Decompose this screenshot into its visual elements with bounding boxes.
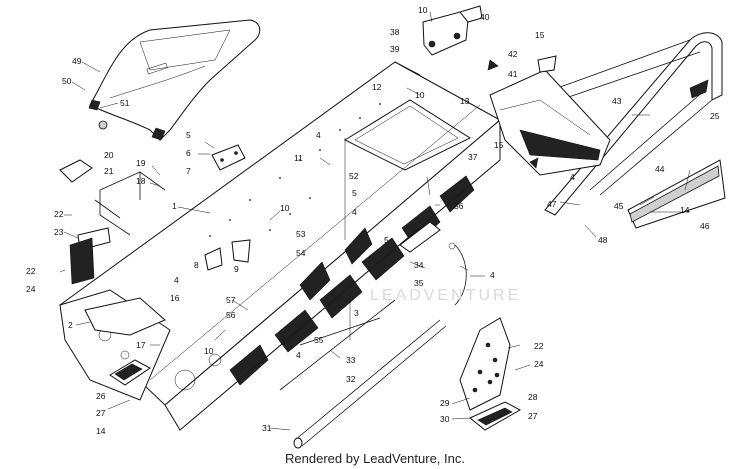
callout-47: 47 bbox=[547, 199, 557, 209]
callout-53: 53 bbox=[296, 229, 306, 239]
callout-5: 5 bbox=[352, 188, 357, 198]
callout-14: 14 bbox=[680, 205, 690, 215]
callout-24: 24 bbox=[534, 359, 544, 369]
callout-45: 45 bbox=[614, 201, 624, 211]
callout-22: 22 bbox=[534, 341, 544, 351]
callout-11: 11 bbox=[294, 153, 303, 163]
rail-31 bbox=[293, 319, 447, 449]
footrest-right bbox=[459, 317, 522, 431]
seat bbox=[88, 19, 261, 141]
callout-12: 12 bbox=[372, 82, 382, 92]
linkage-34 bbox=[399, 221, 467, 306]
callout-13: 13 bbox=[460, 96, 470, 106]
rear-light-housing bbox=[489, 55, 611, 176]
bracket-7 bbox=[211, 144, 246, 171]
callout-46: 46 bbox=[700, 221, 710, 231]
footer-credit: Rendered by LeadVenture, Inc. bbox=[285, 451, 465, 466]
bracket-23 bbox=[69, 227, 111, 285]
callout-1: 1 bbox=[172, 201, 177, 211]
callout-labels: 10 40 38 39 15 42 41 49 50 51 12 10 13 4… bbox=[26, 5, 720, 436]
callout-5: 5 bbox=[384, 235, 389, 245]
front-bracket-21 bbox=[94, 171, 166, 236]
callout-4: 4 bbox=[296, 350, 301, 360]
direction-arrows bbox=[487, 59, 539, 169]
callout-22: 22 bbox=[54, 209, 64, 219]
callout-21: 21 bbox=[104, 166, 114, 176]
callout-16: 16 bbox=[170, 293, 180, 303]
callout-10: 10 bbox=[280, 203, 290, 213]
callout-4: 4 bbox=[490, 270, 495, 280]
callout-4: 4 bbox=[352, 207, 357, 217]
callout-29: 29 bbox=[440, 398, 450, 408]
callout-23: 23 bbox=[54, 227, 64, 237]
callout-4: 4 bbox=[316, 130, 321, 140]
callout-20: 20 bbox=[104, 150, 114, 160]
callout-51: 51 bbox=[120, 98, 130, 108]
callout-28: 28 bbox=[528, 392, 538, 402]
callout-52: 52 bbox=[349, 171, 359, 181]
callout-10: 10 bbox=[415, 90, 425, 100]
callout-34: 34 bbox=[414, 260, 424, 270]
callout-5: 5 bbox=[186, 130, 191, 140]
callout-30: 30 bbox=[440, 414, 450, 424]
callout-40: 40 bbox=[480, 12, 490, 22]
rear-bumper bbox=[544, 32, 723, 216]
callout-7: 7 bbox=[186, 166, 191, 176]
step-26 bbox=[109, 359, 151, 386]
callout-44: 44 bbox=[655, 164, 665, 174]
callout-56: 56 bbox=[226, 310, 236, 320]
callout-54: 54 bbox=[296, 248, 306, 258]
callout-22: 22 bbox=[26, 266, 36, 276]
rail-33 bbox=[299, 317, 381, 346]
watermark: LEADVENTURE bbox=[370, 287, 521, 304]
callout-4: 4 bbox=[570, 172, 575, 182]
callout-19: 19 bbox=[136, 158, 146, 168]
callout-33: 33 bbox=[346, 355, 356, 365]
callout-24: 24 bbox=[26, 284, 36, 294]
callout-14: 14 bbox=[96, 426, 106, 436]
snow-flap bbox=[627, 159, 726, 229]
callout-2: 2 bbox=[68, 320, 73, 330]
callout-32: 32 bbox=[346, 374, 356, 384]
leader-lines bbox=[59, 11, 691, 431]
bracket-8 bbox=[204, 247, 223, 271]
fender-2 bbox=[84, 297, 166, 336]
callout-27: 27 bbox=[96, 408, 106, 418]
callout-27: 27 bbox=[528, 411, 538, 421]
callout-57: 57 bbox=[226, 295, 236, 305]
callout-4: 4 bbox=[174, 275, 179, 285]
callout-49: 49 bbox=[72, 56, 82, 66]
rail-32 bbox=[279, 299, 396, 391]
callout-50: 50 bbox=[62, 76, 72, 86]
callout-6: 6 bbox=[186, 148, 191, 158]
callout-10: 10 bbox=[418, 5, 428, 15]
front-bracket-20 bbox=[59, 159, 93, 183]
callout-36: 36 bbox=[454, 201, 464, 211]
callout-26: 26 bbox=[96, 391, 106, 401]
callout-18: 18 bbox=[136, 176, 146, 186]
bracket-9 bbox=[231, 239, 251, 263]
callout-48: 48 bbox=[598, 235, 608, 245]
callout-35: 35 bbox=[414, 278, 424, 288]
callout-31: 31 bbox=[262, 423, 272, 433]
callout-39: 39 bbox=[390, 44, 400, 54]
callout-17: 17 bbox=[136, 340, 146, 350]
callout-41: 41 bbox=[508, 69, 518, 79]
callout-42: 42 bbox=[508, 49, 518, 59]
callout-25: 25 bbox=[710, 111, 720, 121]
callout-43: 43 bbox=[612, 96, 622, 106]
callout-15: 15 bbox=[494, 140, 504, 150]
callout-55: 55 bbox=[314, 335, 324, 345]
callout-3: 3 bbox=[354, 308, 359, 318]
callout-37: 37 bbox=[468, 152, 478, 162]
callout-8: 8 bbox=[194, 260, 199, 270]
callout-15: 15 bbox=[535, 30, 545, 40]
callout-38: 38 bbox=[390, 27, 400, 37]
callout-9: 9 bbox=[234, 264, 239, 274]
callout-10: 10 bbox=[204, 346, 214, 356]
rear-bracket bbox=[422, 5, 483, 56]
